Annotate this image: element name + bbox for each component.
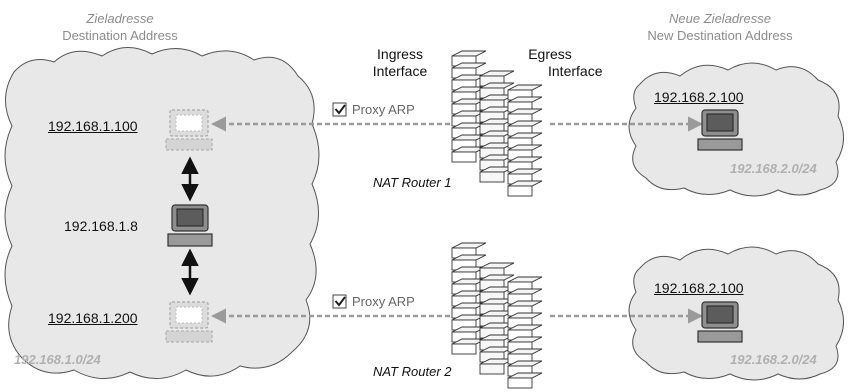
computer-right-bottom-icon bbox=[697, 301, 743, 343]
cloud-left bbox=[4, 47, 320, 379]
brick-front bbox=[479, 363, 505, 375]
proxy-arp-top-label: Proxy ARP bbox=[352, 102, 415, 117]
left-header-en: Destination Address bbox=[62, 28, 178, 43]
ingress-line2: Interface bbox=[372, 63, 428, 79]
brick-front bbox=[479, 171, 505, 183]
right-top-host-ip: 192.168.2.100 bbox=[654, 89, 744, 105]
host-mid-ip: 192.168.1.8 bbox=[64, 218, 138, 234]
brick-top bbox=[451, 50, 487, 57]
right-bottom-subnet: 192.168.2.0/24 bbox=[730, 352, 817, 367]
computer-right-top-icon bbox=[697, 109, 743, 151]
computer-mid-icon bbox=[167, 204, 213, 247]
brick-front bbox=[451, 151, 477, 163]
egress-line1: Egress bbox=[528, 46, 572, 62]
brick-front bbox=[451, 343, 477, 355]
proxy-arp-bottom-label: Proxy ARP bbox=[352, 294, 415, 309]
right-header-en: New Destination Address bbox=[647, 28, 793, 43]
egress-line2: Interface bbox=[548, 63, 603, 79]
ingress-interface-label: Ingress Interface bbox=[350, 46, 450, 80]
router-1-label: NAT Router 1 bbox=[373, 175, 452, 190]
host-ghost-bottom-icon bbox=[165, 301, 213, 343]
brick-front bbox=[507, 377, 533, 389]
egress-interface-label: Egress Interface bbox=[500, 46, 603, 80]
right-header-de: Neue Zieladresse bbox=[669, 11, 771, 26]
host-bottom-ip: 192.168.1.200 bbox=[48, 310, 138, 326]
right-bottom-host-ip: 192.168.2.100 bbox=[654, 280, 744, 296]
firewall-router-1-icon bbox=[451, 50, 543, 197]
left-subnet: 192.168.1.0/24 bbox=[14, 352, 101, 367]
proxy-arp-bottom-checkbox-icon bbox=[332, 294, 347, 309]
host-ghost-top-icon bbox=[165, 109, 213, 151]
brick-top bbox=[479, 262, 515, 269]
brick-front bbox=[507, 185, 533, 197]
ingress-line1: Ingress bbox=[377, 46, 423, 62]
left-header-de: Zieladresse bbox=[86, 11, 154, 26]
brick-top bbox=[507, 276, 543, 283]
right-top-subnet: 192.168.2.0/24 bbox=[730, 161, 817, 176]
brick-top bbox=[451, 242, 487, 249]
brick-top bbox=[507, 84, 543, 91]
proxy-arp-top-checkbox-icon bbox=[332, 102, 347, 117]
host-top-ip: 192.168.1.100 bbox=[48, 118, 138, 134]
router-2-label: NAT Router 2 bbox=[373, 364, 452, 379]
firewall-router-2-icon bbox=[451, 242, 543, 389]
